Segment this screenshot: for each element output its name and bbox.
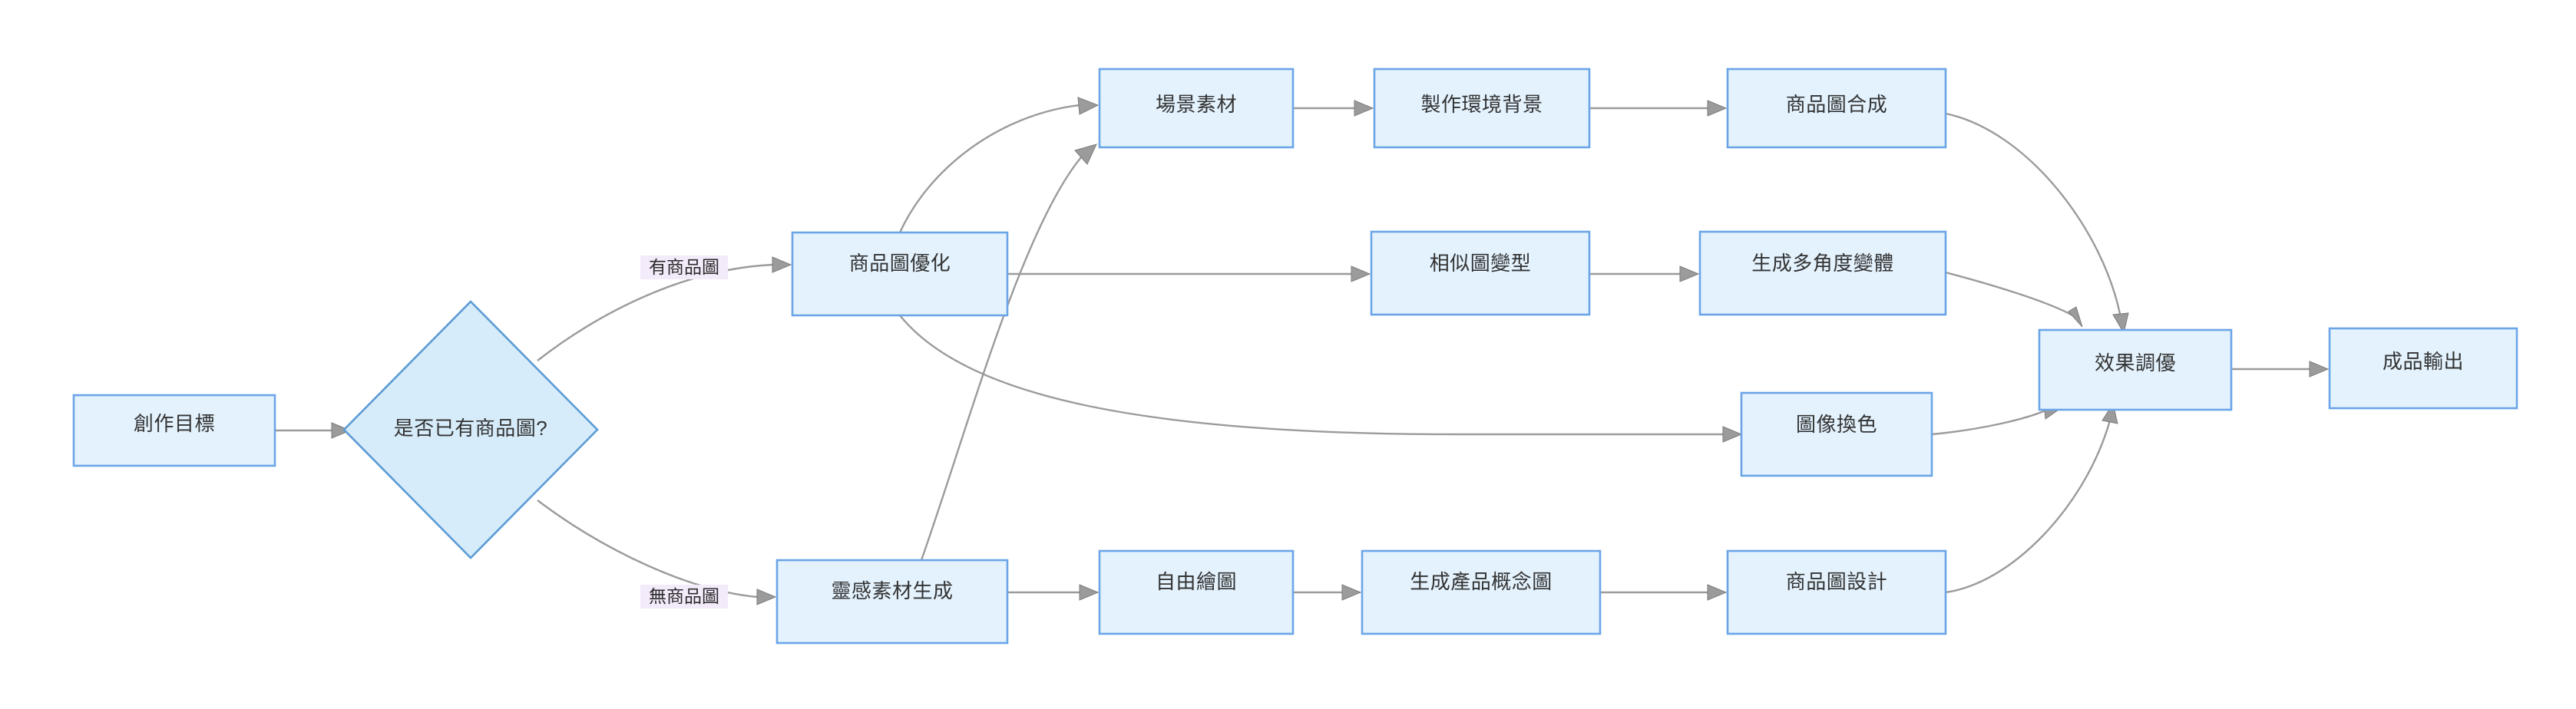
node-decision[interactable]: 是否已有商品圖? — [342, 300, 599, 559]
edge-scene-to-envbg — [1293, 100, 1374, 117]
node-recolor[interactable]: 圖像換色 — [1740, 391, 1933, 477]
node-output[interactable]: 成品輸出 — [2328, 327, 2518, 410]
edge-optimize-to-similar — [1007, 265, 1371, 282]
node-envbg[interactable]: 製作環境背景 — [1373, 68, 1591, 149]
edge-productdsgn-to-tune — [1945, 402, 2118, 594]
edge-freedraw-to-conceptimg — [1293, 584, 1362, 601]
node-optimize[interactable]: 商品圖優化 — [791, 231, 1009, 317]
edge-optimize-to-scene — [898, 97, 1100, 233]
edge-envbg-to-composite — [1589, 100, 1728, 117]
edge-tune-to-output — [2231, 361, 2330, 378]
node-layer: 創作目標 是否已有商品圖? 商品圖優化 靈感素材生成 場景素材 — [72, 68, 2518, 645]
edge-optimize-to-recolor — [899, 315, 1743, 443]
edge-label-layer: 有商品圖 無商品圖 — [640, 256, 728, 608]
edge-label-yes: 有商品圖 — [640, 256, 728, 279]
node-scene[interactable]: 場景素材 — [1098, 68, 1295, 149]
edge-decision-to-optimize — [537, 256, 792, 361]
edge-label-no: 無商品圖 — [640, 585, 728, 608]
node-composite[interactable]: 商品圖合成 — [1726, 68, 1947, 149]
edge-layer — [275, 97, 2330, 605]
node-productdsgn[interactable]: 商品圖設計 — [1726, 549, 1947, 635]
node-freedraw[interactable]: 自由繪圖 — [1098, 549, 1295, 635]
edge-inspire-to-freedraw — [1007, 584, 1100, 601]
node-conceptimg[interactable]: 生成產品概念圖 — [1361, 549, 1602, 635]
edge-start-to-decision — [275, 422, 352, 439]
node-similar[interactable]: 相似圖變型 — [1370, 230, 1591, 316]
edge-composite-to-tune — [1945, 112, 2129, 335]
node-inspire[interactable]: 靈感素材生成 — [775, 559, 1009, 645]
edge-decision-to-inspire — [537, 500, 777, 605]
edge-multiangle-to-tune — [1945, 271, 2083, 328]
edge-similar-to-multiangle — [1589, 265, 1700, 282]
node-tune[interactable]: 效果調優 — [2038, 328, 2233, 411]
edge-inspire-to-scene — [920, 143, 1097, 561]
node-multiangle[interactable]: 生成多角度變體 — [1698, 230, 1947, 316]
edge-conceptimg-to-productdsgn — [1600, 584, 1728, 601]
node-start[interactable]: 創作目標 — [72, 394, 276, 467]
